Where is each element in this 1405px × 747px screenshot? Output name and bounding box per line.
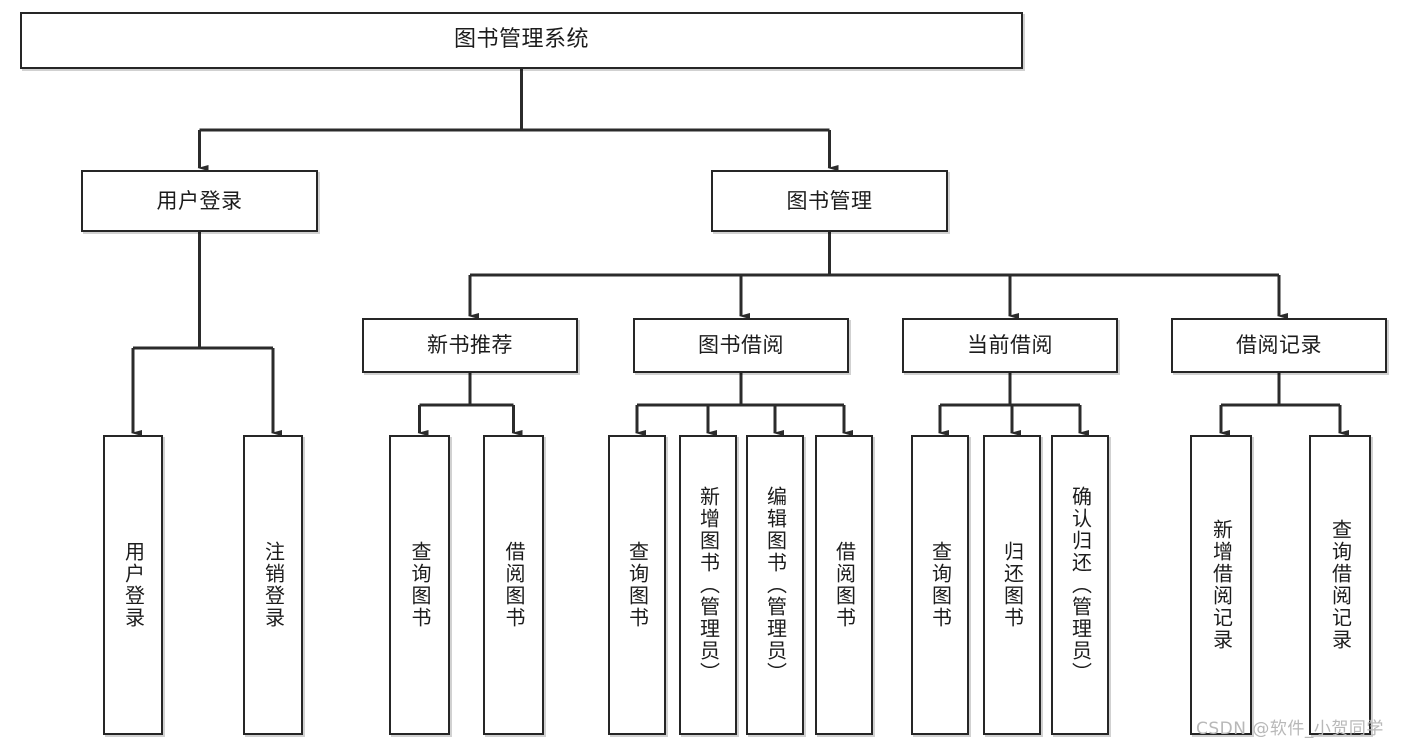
- node-label-leaf-add-book: 新增图书（管理员）: [696, 486, 721, 684]
- node-label-leaf-query-book-1: 查询图书: [408, 541, 432, 629]
- node-label-leaf-query-record: 查询借阅记录: [1328, 519, 1353, 651]
- node-leaf-edit-book[interactable]: 编辑图书（管理员）: [746, 435, 804, 735]
- node-leaf-confirm-ret[interactable]: 确认归还（管理员）: [1051, 435, 1109, 735]
- node-label-leaf-return-book: 归还图书: [1000, 541, 1025, 629]
- node-borrow-record[interactable]: 借阅记录: [1171, 318, 1387, 373]
- node-label-current-borrow: 当前借阅: [967, 333, 1053, 358]
- node-label-leaf-logout: 注销登录: [261, 541, 286, 629]
- node-leaf-add-book[interactable]: 新增图书（管理员）: [679, 435, 737, 735]
- node-current-borrow[interactable]: 当前借阅: [902, 318, 1118, 373]
- node-book-borrow[interactable]: 图书借阅: [633, 318, 849, 373]
- node-new-book-rec[interactable]: 新书推荐: [362, 318, 578, 373]
- node-leaf-add-record[interactable]: 新增借阅记录: [1190, 435, 1252, 735]
- node-book-manage[interactable]: 图书管理: [711, 170, 948, 232]
- node-label-leaf-query-book-2: 查询图书: [625, 541, 650, 629]
- node-label-leaf-add-record: 新增借阅记录: [1209, 519, 1234, 651]
- node-label-leaf-borrow-book-2: 借阅图书: [832, 541, 857, 629]
- node-root[interactable]: 图书管理系统: [20, 12, 1023, 69]
- node-user-login[interactable]: 用户登录: [81, 170, 318, 232]
- node-label-leaf-confirm-ret: 确认归还（管理员）: [1068, 486, 1093, 684]
- node-label-user-login: 用户登录: [156, 188, 243, 213]
- node-label-book-borrow: 图书借阅: [698, 333, 784, 358]
- node-leaf-return-book[interactable]: 归还图书: [983, 435, 1041, 735]
- node-leaf-user-login[interactable]: 用户登录: [103, 435, 163, 735]
- node-label-borrow-record: 借阅记录: [1236, 333, 1322, 358]
- node-leaf-logout[interactable]: 注销登录: [243, 435, 303, 735]
- node-leaf-borrow-book-2[interactable]: 借阅图书: [815, 435, 873, 735]
- node-label-leaf-edit-book: 编辑图书（管理员）: [763, 486, 788, 684]
- node-label-book-manage: 图书管理: [786, 188, 873, 213]
- node-leaf-query-book-1[interactable]: 查询图书: [389, 435, 450, 735]
- node-label-root: 图书管理系统: [453, 27, 589, 53]
- node-label-new-book-rec: 新书推荐: [427, 333, 513, 358]
- node-leaf-borrow-book-1[interactable]: 借阅图书: [483, 435, 544, 735]
- node-leaf-query-record[interactable]: 查询借阅记录: [1309, 435, 1371, 735]
- node-leaf-query-book-2[interactable]: 查询图书: [608, 435, 666, 735]
- node-leaf-query-book-3[interactable]: 查询图书: [911, 435, 969, 735]
- node-label-leaf-query-book-3: 查询图书: [928, 541, 953, 629]
- node-label-leaf-borrow-book-1: 借阅图书: [502, 541, 526, 629]
- node-label-leaf-user-login: 用户登录: [121, 541, 146, 629]
